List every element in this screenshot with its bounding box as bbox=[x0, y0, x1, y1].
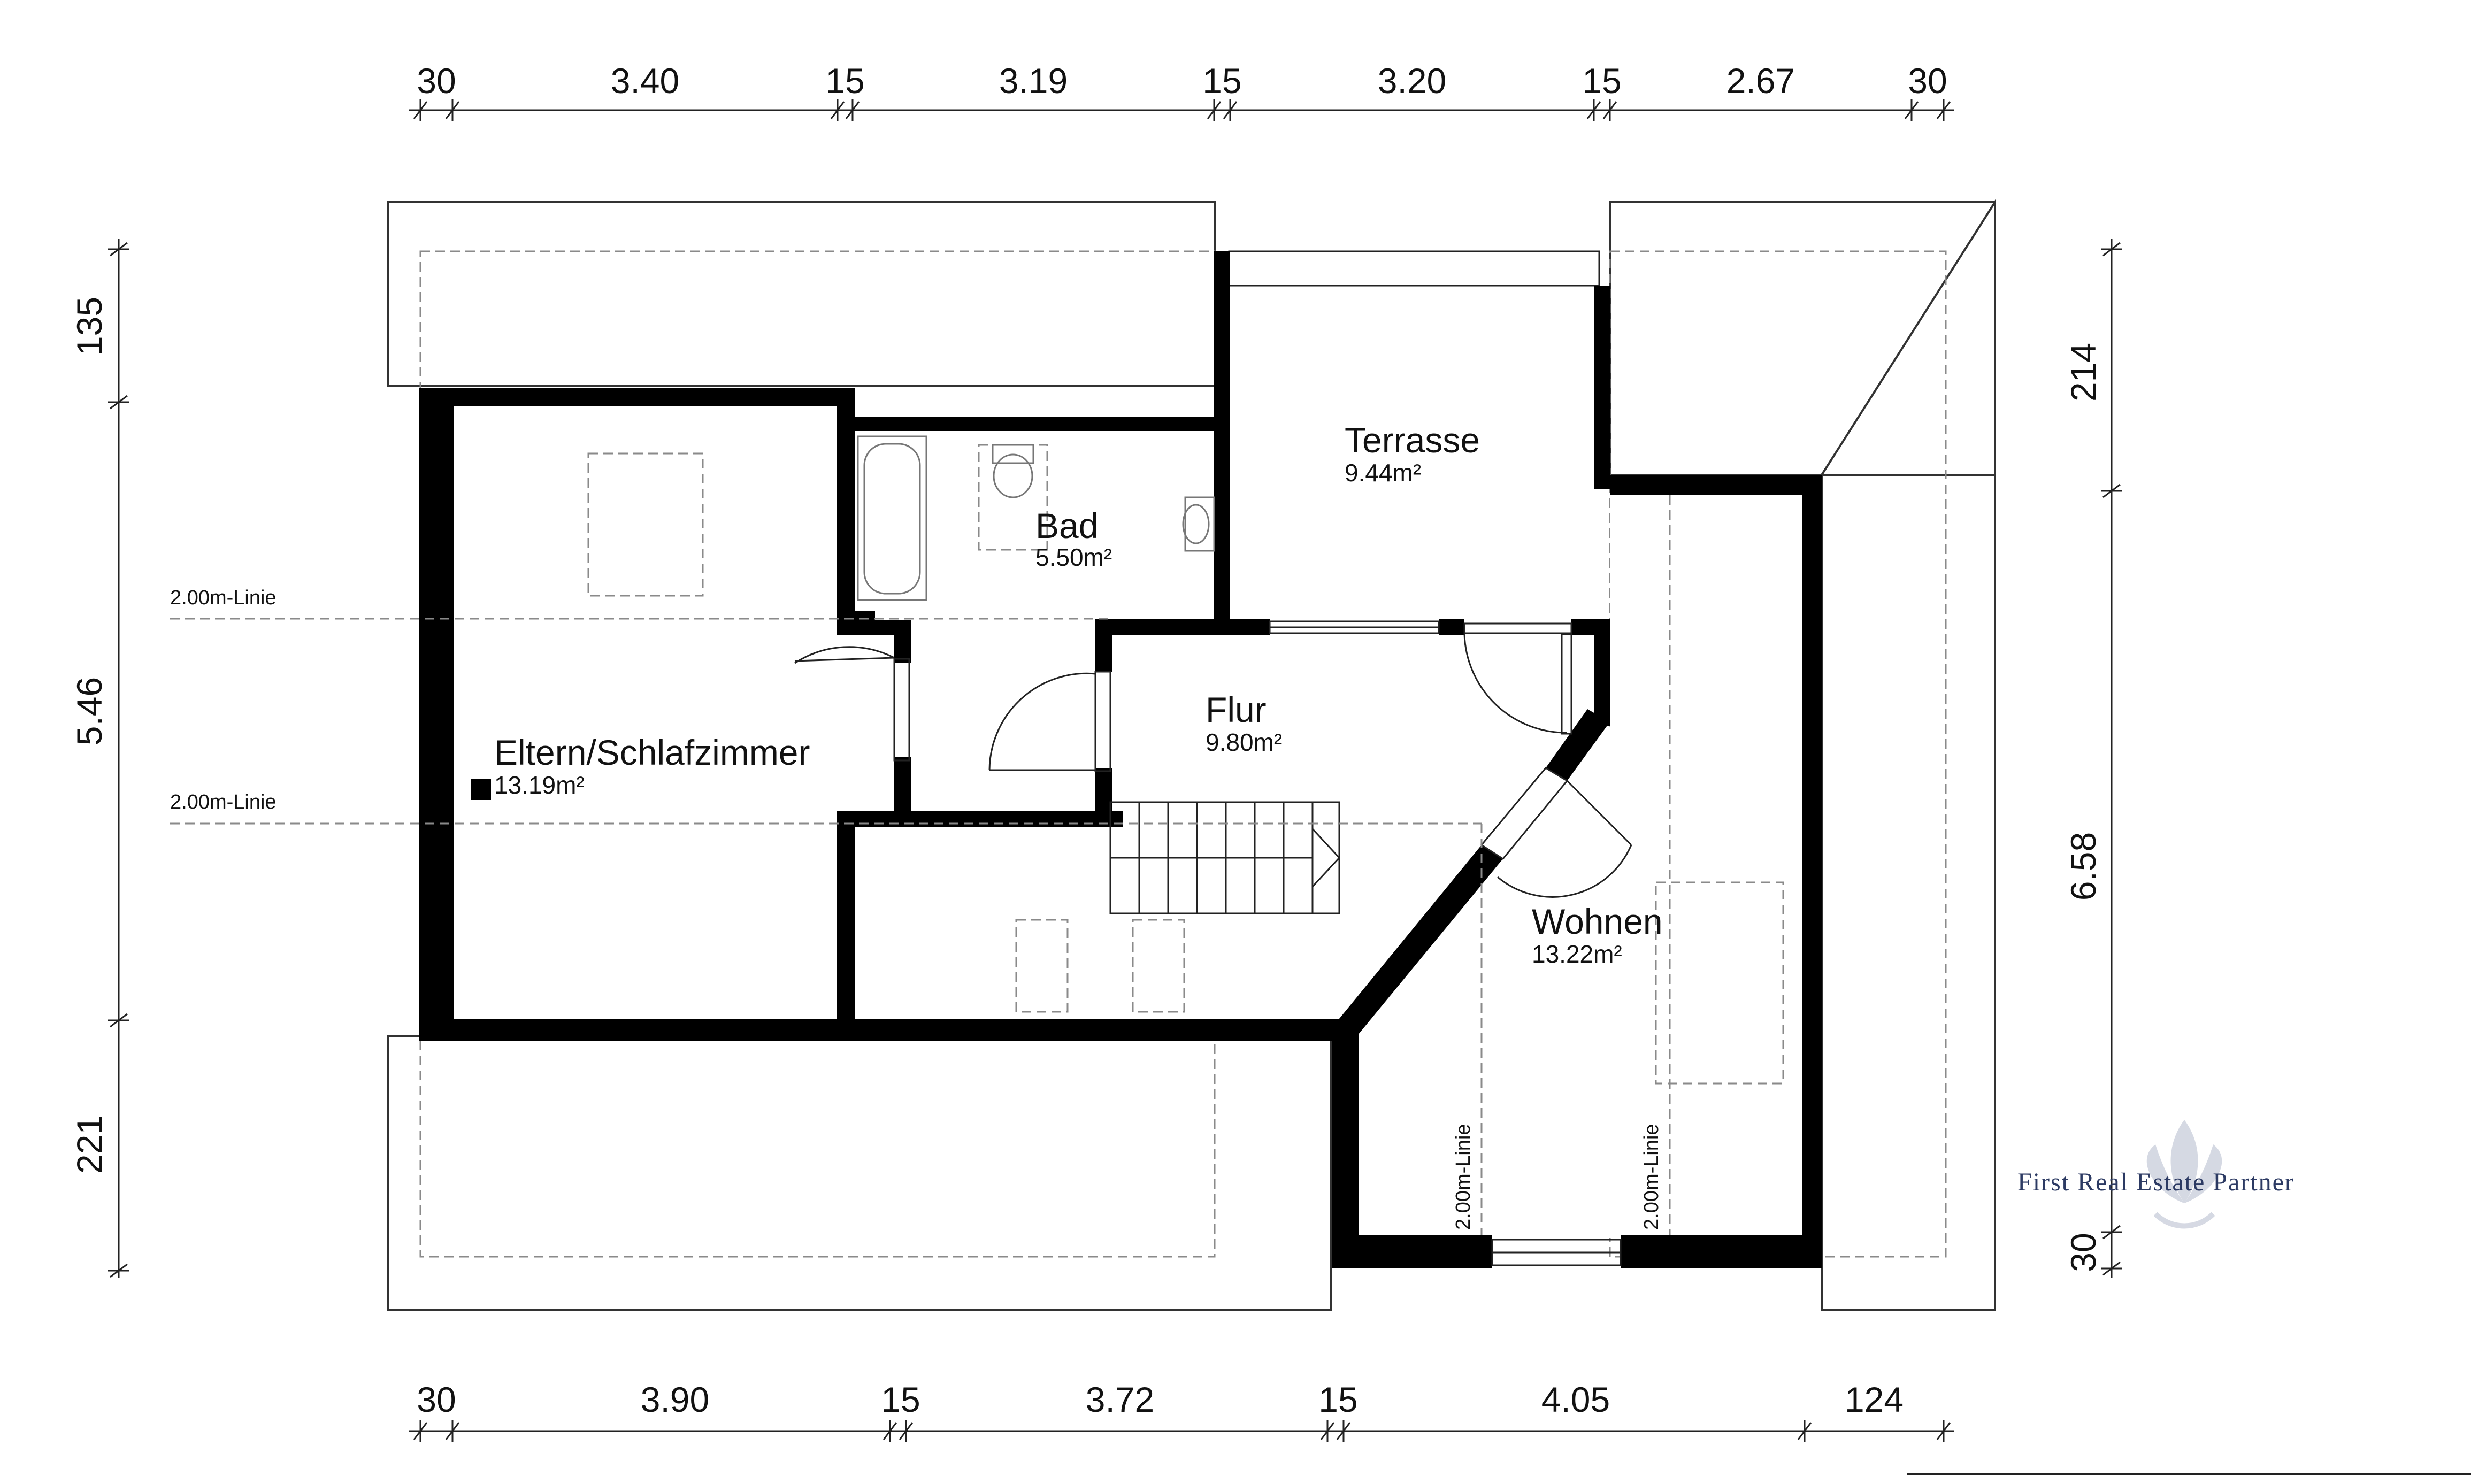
height-lines: 2.00m-Linie 2.00m-Linie 2.00m-Linie 2.00… bbox=[170, 495, 1671, 1235]
dim-bottom-1: 30 bbox=[417, 1380, 456, 1419]
fleur-de-lis-icon bbox=[2146, 1120, 2222, 1229]
dimension-bottom: 30 3.90 15 3.72 15 4.05 124 bbox=[409, 1380, 1954, 1442]
dim-left-1: 135 bbox=[70, 297, 109, 356]
bedroom-marker bbox=[471, 779, 491, 800]
walls bbox=[419, 251, 1822, 1268]
company-name: First Real Estate Partner bbox=[2017, 1168, 2294, 1196]
dimension-top: 30 3.40 15 3.19 15 3.20 15 2.67 30 bbox=[409, 61, 1954, 121]
openings bbox=[794, 620, 1632, 1266]
dimension-right: 214 6.58 30 bbox=[2063, 239, 2122, 1278]
dim-left-3: 221 bbox=[70, 1115, 109, 1174]
dim-right-2: 6.58 bbox=[2063, 832, 2103, 901]
dim-top-4: 3.19 bbox=[999, 61, 1068, 101]
room-area-terrasse: 9.44m² bbox=[1345, 459, 1421, 487]
skylight-hall-1 bbox=[1015, 919, 1069, 1013]
sink bbox=[1184, 496, 1215, 552]
dim-bottom-4: 3.72 bbox=[1086, 1380, 1154, 1419]
room-floors bbox=[454, 251, 1802, 1238]
roof-bottom-left bbox=[387, 1035, 1332, 1311]
room-name-flur: Flur bbox=[1206, 690, 1267, 729]
dim-bottom-3: 15 bbox=[881, 1380, 920, 1419]
fixtures bbox=[587, 435, 1784, 1085]
dim-right-3: 30 bbox=[2063, 1233, 2103, 1272]
dim-bottom-7: 124 bbox=[1845, 1380, 1904, 1419]
skylight-hall-2 bbox=[1132, 919, 1185, 1013]
room-area-bad: 5.50m² bbox=[1035, 543, 1112, 571]
line-label-3: 2.00m-Linie bbox=[1452, 1124, 1475, 1230]
dim-top-2: 3.40 bbox=[611, 61, 679, 101]
staircase bbox=[1109, 801, 1341, 914]
dim-bottom-2: 3.90 bbox=[641, 1380, 709, 1419]
line-label-1: 2.00m-Linie bbox=[170, 587, 277, 609]
roof-top-right bbox=[1609, 201, 1996, 476]
dim-top-5: 15 bbox=[1202, 61, 1241, 101]
roof-top-left bbox=[387, 201, 1216, 387]
room-name-wohnen: Wohnen bbox=[1532, 902, 1663, 941]
dimension-left: 135 5.46 221 bbox=[70, 239, 129, 1278]
dim-bottom-5: 15 bbox=[1318, 1380, 1357, 1419]
room-name-terrasse: Terrasse bbox=[1345, 420, 1480, 460]
dim-bottom-6: 4.05 bbox=[1541, 1380, 1610, 1419]
bathtub bbox=[857, 435, 927, 601]
dim-top-8: 2.67 bbox=[1726, 61, 1795, 101]
room-area-wohnen: 13.22m² bbox=[1532, 940, 1622, 968]
skylight-bedroom bbox=[587, 452, 704, 597]
company-logo: First Real Estate Partner bbox=[2017, 1120, 2294, 1229]
dim-top-6: 3.20 bbox=[1378, 61, 1446, 101]
room-labels: Terrasse 9.44m² Bad 5.50m² Flur 9.80m² E… bbox=[471, 420, 1663, 968]
line-label-4: 2.00m-Linie bbox=[1640, 1124, 1663, 1230]
room-name-eltern: Eltern/Schlafzimmer bbox=[494, 733, 810, 772]
dim-top-3: 15 bbox=[825, 61, 864, 101]
dim-right-1: 214 bbox=[2063, 343, 2103, 402]
dim-top-9: 30 bbox=[1908, 61, 1947, 101]
room-area-eltern: 13.19m² bbox=[494, 771, 585, 799]
skylight-wohnen bbox=[1655, 881, 1784, 1085]
room-name-bad: Bad bbox=[1035, 506, 1098, 545]
dim-top-7: 15 bbox=[1582, 61, 1621, 101]
dim-left-2: 5.46 bbox=[70, 677, 109, 745]
dim-top-1: 30 bbox=[417, 61, 456, 101]
roof-right bbox=[1821, 198, 1996, 1311]
room-area-flur: 9.80m² bbox=[1206, 728, 1282, 756]
line-label-2: 2.00m-Linie bbox=[170, 791, 277, 813]
